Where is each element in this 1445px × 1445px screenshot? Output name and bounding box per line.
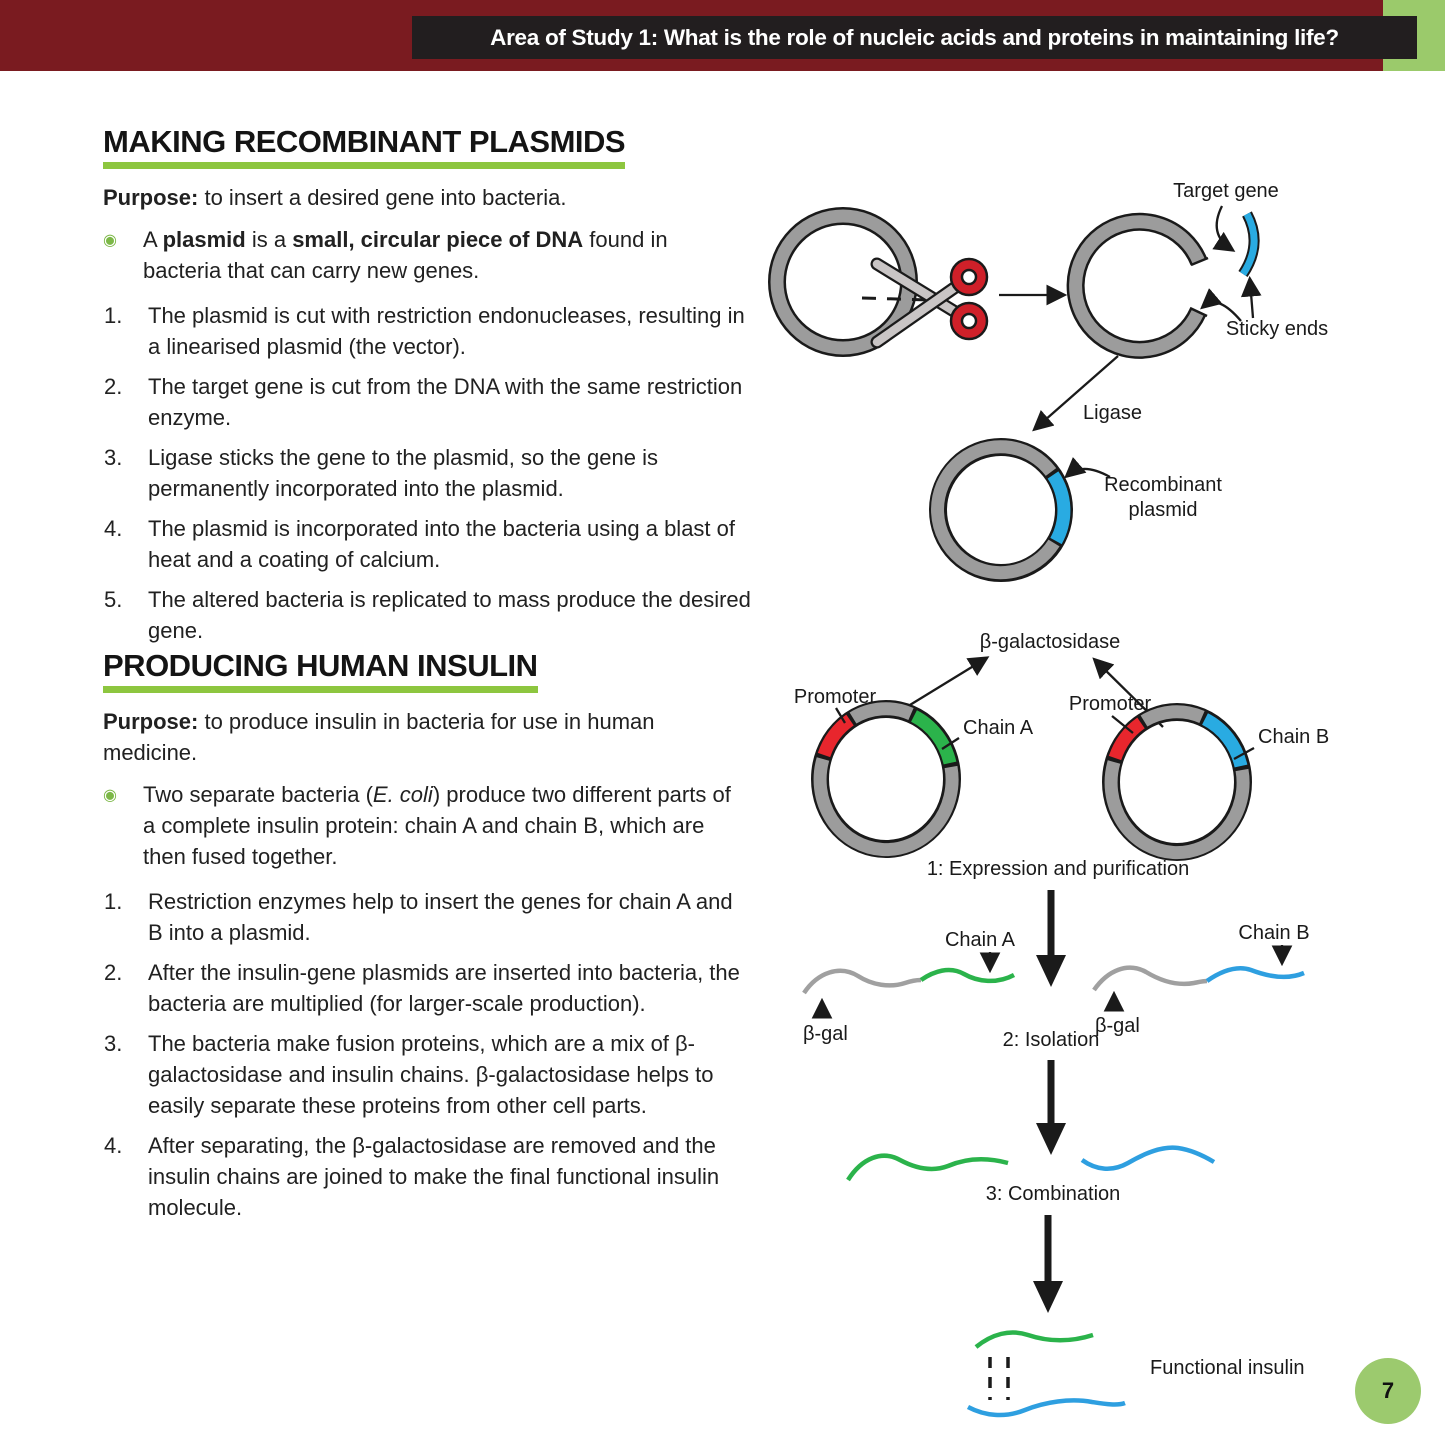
section-making-recombinant-plasmids: MAKING RECOMBINANT PLASMIDS Purpose: to … — [103, 124, 751, 655]
stage2-label: 2: Isolation — [1003, 1029, 1100, 1051]
sticky-end-arrow-2 — [1200, 288, 1242, 322]
recombinant-plasmid — [929, 438, 1073, 582]
section1-bullets: A plasmid is a small, circular piece of … — [103, 224, 751, 286]
banner-title: Area of Study 1: What is the role of nuc… — [490, 24, 1339, 50]
stage3-label: 3: Combination — [986, 1183, 1121, 1205]
beta-gal-left-label: β-gal — [803, 1023, 848, 1045]
beta-galactosidase-label: β-galactosidase — [980, 631, 1120, 653]
down-arrow-icon — [1033, 1215, 1063, 1313]
recombinant-label-line2: plasmid — [1129, 499, 1198, 521]
section2-steps: Restriction enzymes help to insert the g… — [103, 886, 751, 1223]
section-producing-human-insulin: PRODUCING HUMAN INSULIN Purpose: to prod… — [103, 648, 751, 1232]
target-gene-label: Target gene — [1173, 180, 1279, 202]
stage1-label: 1: Expression and purification — [927, 858, 1189, 880]
list-item: A plasmid is a small, circular piece of … — [103, 224, 737, 286]
section1-heading: MAKING RECOMBINANT PLASMIDS — [103, 124, 626, 169]
list-item: The plasmid is cut with restriction endo… — [104, 300, 745, 359]
section2-bullets: Two separate bacteria (E. coli) produce … — [103, 779, 751, 872]
chain-a-fusion-label: Chain A — [945, 929, 1016, 951]
beta-gal-right-label: β-gal — [1095, 1015, 1140, 1037]
down-arrow-icon — [1036, 890, 1066, 987]
chain-a-line — [941, 737, 960, 750]
section1-steps: The plasmid is cut with restriction endo… — [103, 300, 751, 646]
bullet-text: A plasmid is a small, circular piece of … — [143, 227, 668, 283]
cut-dashed-line — [861, 296, 931, 302]
chain-b-fusion-label: Chain B — [1238, 922, 1309, 944]
target-gene-fragment — [1238, 211, 1260, 278]
promoter-right-line — [1111, 715, 1134, 734]
chain-b-plasmid — [1102, 703, 1252, 861]
ligase-arrow — [1032, 355, 1119, 432]
promoter-left-label: Promoter — [794, 686, 877, 708]
promoter-right-label: Promoter — [1069, 693, 1152, 715]
fusion-protein-a — [802, 967, 1016, 995]
list-item: Two separate bacteria (E. coli) produce … — [103, 779, 737, 872]
section2-heading: PRODUCING HUMAN INSULIN — [103, 648, 538, 693]
purpose-label: Purpose: — [103, 185, 199, 210]
promoter-left-line — [835, 707, 846, 724]
recombinant-arrow — [1064, 457, 1111, 479]
sticky-ends-label: Sticky ends — [1226, 318, 1328, 340]
purpose-text: to insert a desired gene into bacteria. — [198, 185, 567, 210]
chain-a-label: Chain A — [963, 717, 1034, 739]
target-gene-arrow — [1212, 205, 1236, 252]
section2-purpose: Purpose: to produce insulin in bacteria … — [103, 706, 751, 768]
functional-insulin-label: Functional insulin — [1150, 1357, 1305, 1379]
page-number: 7 — [1381, 1378, 1395, 1403]
purpose-label: Purpose: — [103, 709, 199, 734]
isolated-chain-b — [1080, 1145, 1216, 1171]
list-item: Ligase sticks the gene to the plasmid, s… — [104, 442, 658, 501]
chain-b-line — [1233, 746, 1255, 761]
list-item: After the insulin-gene plasmids are inse… — [104, 957, 740, 1016]
functional-insulin-molecule — [966, 1330, 1126, 1418]
fusion-protein-b — [1092, 965, 1305, 992]
chain-a-plasmid — [811, 700, 961, 858]
list-item: After separating, the β-galactosidase ar… — [104, 1130, 720, 1220]
list-item: The target gene is cut from the DNA with… — [104, 371, 743, 430]
list-item: The altered bacteria is replicated to ma… — [104, 584, 751, 643]
page-number-badge: 7 — [1355, 1358, 1421, 1424]
list-item: The bacteria make fusion proteins, which… — [104, 1028, 714, 1118]
ligase-label: Ligase — [1083, 402, 1142, 424]
bullet-text: Two separate bacteria (E. coli) produce … — [143, 782, 731, 869]
list-item: Restriction enzymes help to insert the g… — [104, 886, 733, 945]
recombinant-label-line1: Recombinant — [1104, 474, 1222, 496]
banner-title-box: Area of Study 1: What is the role of nuc… — [412, 16, 1417, 59]
scissors-icon — [870, 257, 989, 349]
down-arrow-icon — [1036, 1060, 1066, 1155]
chain-b-label: Chain B — [1258, 726, 1329, 748]
isolated-chain-a — [846, 1153, 1009, 1182]
section1-purpose: Purpose: to insert a desired gene into b… — [103, 182, 751, 213]
list-item: The plasmid is incorporated into the bac… — [104, 513, 735, 572]
beta-gal-arrow-left — [904, 656, 990, 709]
purpose-text: to produce insulin in bacteria for use i… — [103, 709, 655, 765]
cut-plasmid — [1066, 212, 1209, 359]
sticky-end-arrow-1 — [1240, 275, 1262, 319]
